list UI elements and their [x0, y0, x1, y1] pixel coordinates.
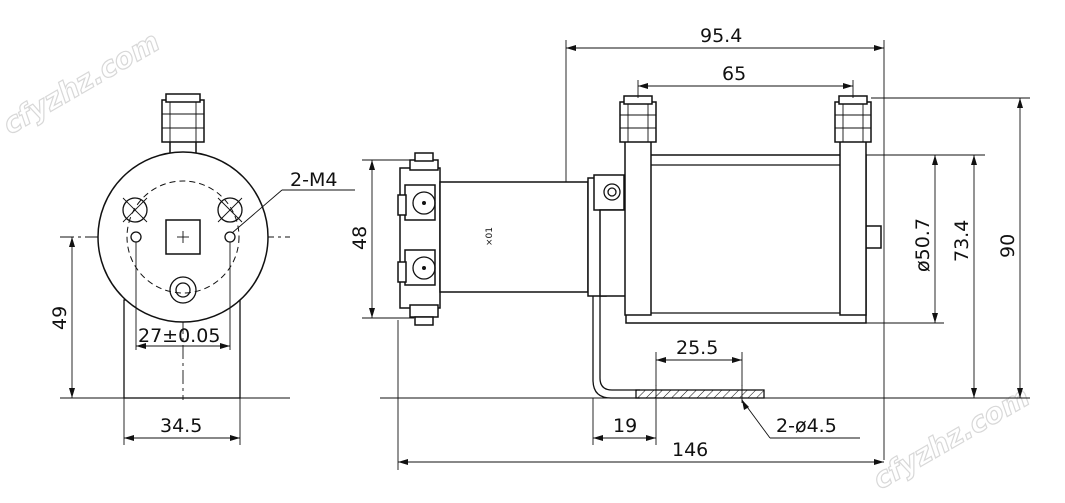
flange-plate [587, 174, 627, 297]
foot-holes-callout-label: 2-ø4.5 [776, 415, 837, 437]
watermark-right: cfyzhz.com [866, 379, 1035, 496]
dim-port-spacing: 65 [637, 63, 854, 98]
pump-body [625, 154, 882, 324]
dim-overall-length-label: 146 [672, 439, 708, 461]
thread-callout: 2-M4 [231, 169, 355, 234]
motor-body: ×01 [439, 181, 589, 293]
dim-foot-offset: 19 [592, 398, 657, 445]
dim-body-diameter-label: ø50.7 [912, 218, 934, 272]
svg-text:cfyzhz.com: cfyzhz.com [867, 380, 1035, 496]
inlet-port [619, 95, 657, 316]
dim-motor-height-label: 48 [349, 226, 371, 250]
dim-port-spacing-label: 65 [722, 63, 746, 85]
side-view: ×01 [397, 95, 882, 403]
dim-motor-height: 48 [349, 159, 414, 319]
motor-small-label: ×01 [485, 227, 495, 246]
svg-text:cfyzhz.com: cfyzhz.com [0, 25, 165, 141]
dim-bracket-width-label: 34.5 [160, 415, 202, 437]
outlet-port [834, 95, 872, 316]
thread-callout-label: 2-M4 [290, 169, 337, 191]
front-top-fitting [161, 93, 205, 155]
dim-foot-offset-label: 19 [613, 415, 637, 437]
dim-hole-spacing: 27±0.05 [135, 242, 231, 350]
motor-cap [397, 152, 441, 326]
dim-axis-height-label: 49 [49, 306, 71, 330]
dim-body-diameter: ø50.7 [866, 154, 944, 324]
dim-total-height: 90 [871, 97, 1030, 398]
dim-body-length: 95.4 [565, 25, 885, 460]
dim-body-height-label: 73.4 [951, 220, 973, 262]
foot-holes-callout: 2-ø4.5 [741, 399, 860, 439]
dim-total-height-label: 90 [997, 234, 1019, 258]
dim-foot-hole-spacing: 25.5 [655, 337, 743, 386]
dim-hole-spacing-label: 27±0.05 [138, 325, 220, 347]
dim-body-height: 73.4 [944, 154, 985, 398]
dim-body-length-label: 95.4 [700, 25, 742, 47]
dim-bracket-width: 34.5 [123, 398, 241, 445]
dim-overall-length: 146 [397, 320, 884, 470]
dim-foot-hole-spacing-label: 25.5 [676, 337, 718, 359]
front-view [60, 93, 290, 400]
watermark-left: cfyzhz.com [0, 24, 166, 141]
